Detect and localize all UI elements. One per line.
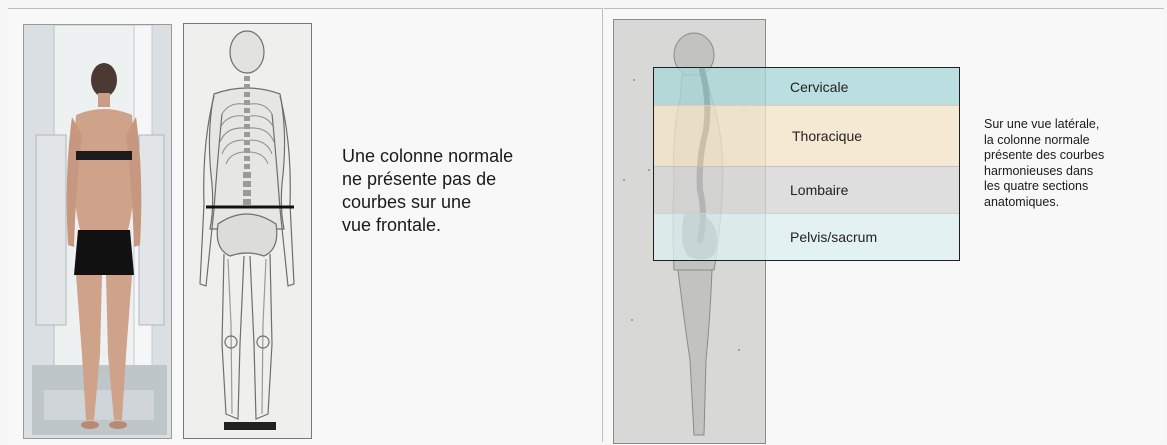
skeleton-back-illustration [183,23,312,439]
region-label-cervicale: Cervicale [790,79,848,95]
spine-sections-overlay: Cervicale Thoracique Lombaire Pelvis/sac… [653,67,960,261]
region-pelvis-sacrum: Pelvis/sacrum [654,213,959,260]
skeleton-back-figure [184,24,311,438]
frontal-view-caption: Une colonne normale ne présente pas de c… [342,145,562,237]
frontal-photo [23,24,172,439]
lateral-view-panel: Cervicale Thoracique Lombaire Pelvis/sac… [604,8,1164,442]
region-label-lombaire: Lombaire [790,182,848,198]
frontal-view-panel: Une colonne normale ne présente pas de c… [8,8,603,442]
region-thoracique: Thoracique [654,105,959,167]
lateral-view-caption: Sur une vue latérale, la colonne normale… [984,117,1154,210]
region-label-thoracique: Thoracique [792,128,862,144]
frontal-photo-figure [24,25,171,438]
region-label-pelvis-sacrum: Pelvis/sacrum [790,229,877,245]
region-cervicale: Cervicale [654,68,959,106]
region-lombaire: Lombaire [654,166,959,214]
